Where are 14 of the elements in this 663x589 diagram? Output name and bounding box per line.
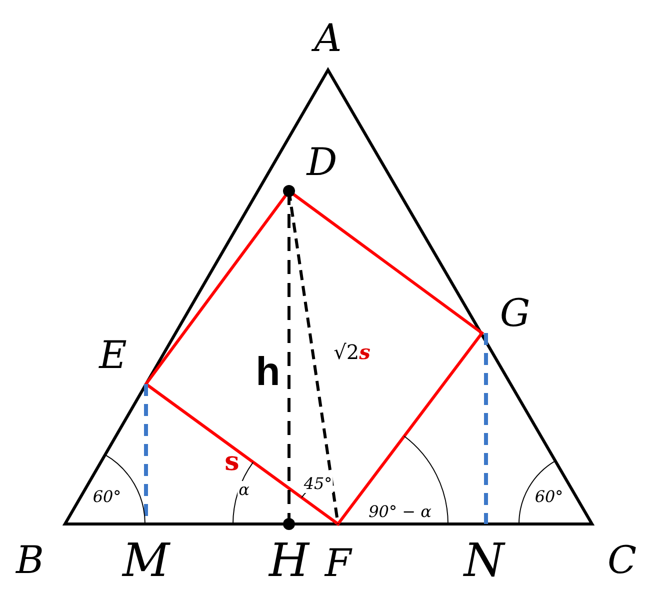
point-label: F — [324, 544, 352, 582]
height-label: h — [256, 352, 280, 392]
side-label: s — [224, 449, 240, 475]
length-label: √2s — [334, 342, 370, 362]
point-label: N — [464, 537, 504, 583]
point-label: G — [500, 294, 530, 332]
point-label: C — [607, 541, 637, 579]
point-label: B — [16, 541, 44, 579]
point-label: M — [122, 537, 170, 583]
point-label: H — [268, 537, 310, 583]
point-label: D — [306, 143, 338, 181]
angle-label: α — [238, 481, 250, 499]
point-label: E — [99, 336, 127, 374]
angle-label: 45° — [302, 475, 334, 493]
